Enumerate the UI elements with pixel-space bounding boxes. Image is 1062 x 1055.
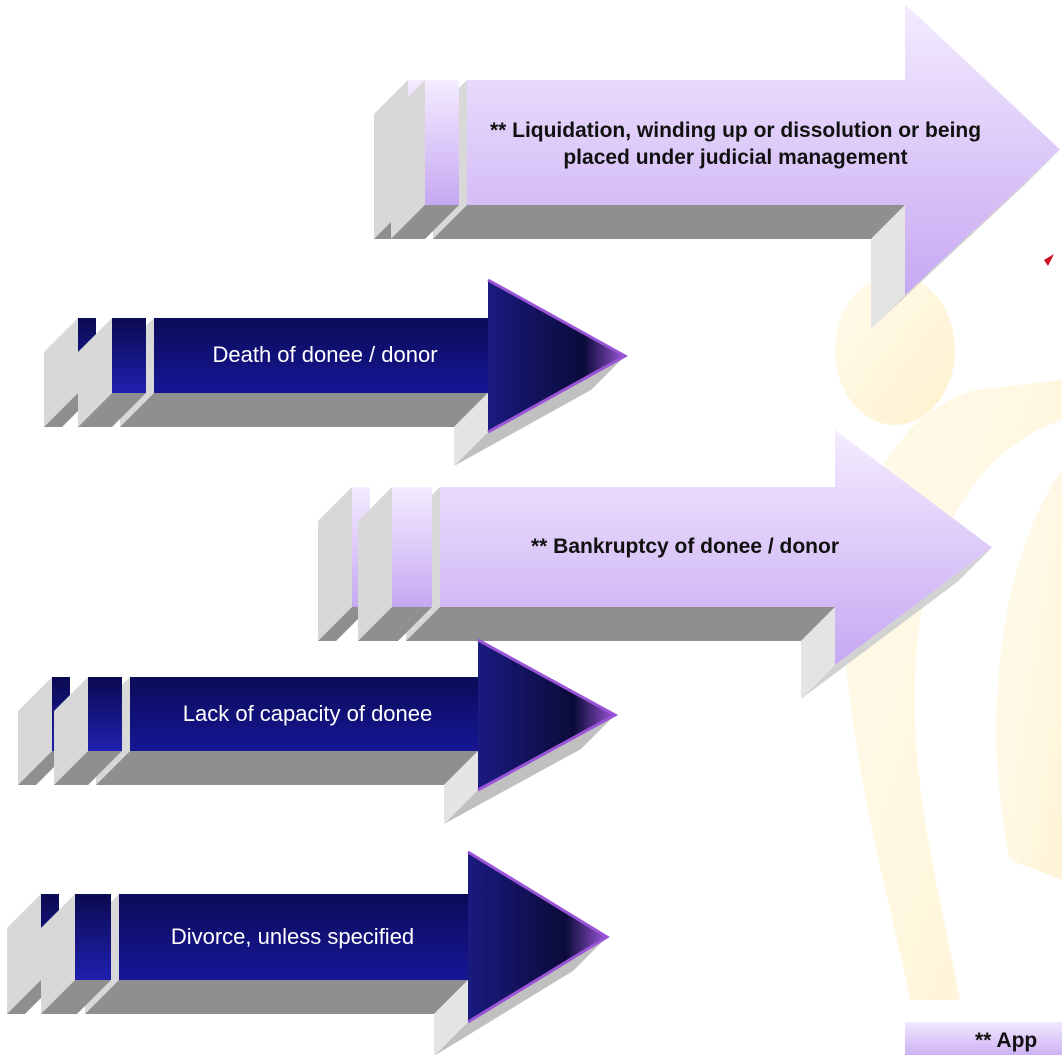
arrow-rib-side-face: [78, 318, 112, 427]
arrow-head-back-face: [801, 607, 835, 699]
arrow-head-back-face: [454, 393, 488, 466]
arrow-rib: [112, 318, 146, 393]
arrow-rib: [392, 487, 432, 607]
arrow-rib-side-face: [41, 894, 75, 1014]
arrow-head-lower-face: [871, 149, 1060, 329]
arrow-rib: [88, 677, 122, 751]
arrow-front-bankruptcy: [440, 430, 992, 665]
arrow-rib-side-face: [318, 487, 352, 641]
arrow-head-lower-face: [435, 937, 607, 1055]
red-mark: [1044, 254, 1054, 266]
arrow-bottom-face: [120, 393, 488, 427]
arrow-rib-side-face: [358, 487, 392, 641]
arrow-rib-bottom-face: [391, 205, 459, 239]
arrow-bottom-face: [433, 205, 905, 239]
arrow-rib-side-face: [54, 677, 88, 785]
arrow-head-lower-face: [801, 547, 992, 699]
arrow-bottom-face: [406, 607, 835, 641]
arrow-head-highlight: [487, 278, 629, 434]
arrow-rib-bottom-face: [78, 393, 146, 427]
arrow-head-shade: [478, 640, 615, 790]
arrow-head-shade: [488, 280, 625, 432]
note-text: ** App Property: [975, 1029, 1038, 1052]
arrow-label-bankruptcy: ** Bankruptcy of donee / donor: [530, 534, 840, 558]
arrow-front-liquidation: [467, 4, 1060, 295]
arrow-label-death: Death of donee / donor: [212, 342, 438, 368]
arrow-head-shade: [468, 852, 607, 1022]
arrow-rib: [425, 80, 459, 205]
arrow-bottom-face: [85, 980, 468, 1014]
arrow-head-lower-face: [454, 356, 625, 466]
arrow-label-divorce: Divorce, unless specified: [170, 923, 415, 949]
arrow-rib-bottom-face: [41, 980, 111, 1014]
arrow-label-liquidation: ** Liquidation, winding up or dissolutio…: [489, 119, 982, 169]
arrow-rib-bottom-face: [358, 607, 432, 641]
arrow-bottom-face: [96, 751, 478, 785]
arrow-head-highlight: [477, 638, 619, 792]
arrow-head-highlight: [467, 850, 610, 1024]
arrow-rib-bottom-face: [54, 751, 122, 785]
arrow-head-back-face: [871, 205, 905, 329]
arrow-head-back-face: [434, 980, 468, 1055]
arrow-head-lower-face: [444, 715, 615, 824]
arrow-rib-side-face: [18, 677, 52, 785]
arrow-head-back-face: [444, 751, 478, 824]
arrow-rib-side-face: [7, 894, 41, 1014]
arrow-label-lack-of-capacity: Lack of capacity of donee: [182, 700, 433, 726]
arrow-rib-side-face: [44, 318, 78, 427]
note-box: ** App Property: [905, 1022, 1062, 1055]
arrow-rib-bottom-face: [318, 607, 370, 641]
arrow-rib: [75, 894, 111, 980]
arrow-rib-side-face: [391, 80, 425, 239]
